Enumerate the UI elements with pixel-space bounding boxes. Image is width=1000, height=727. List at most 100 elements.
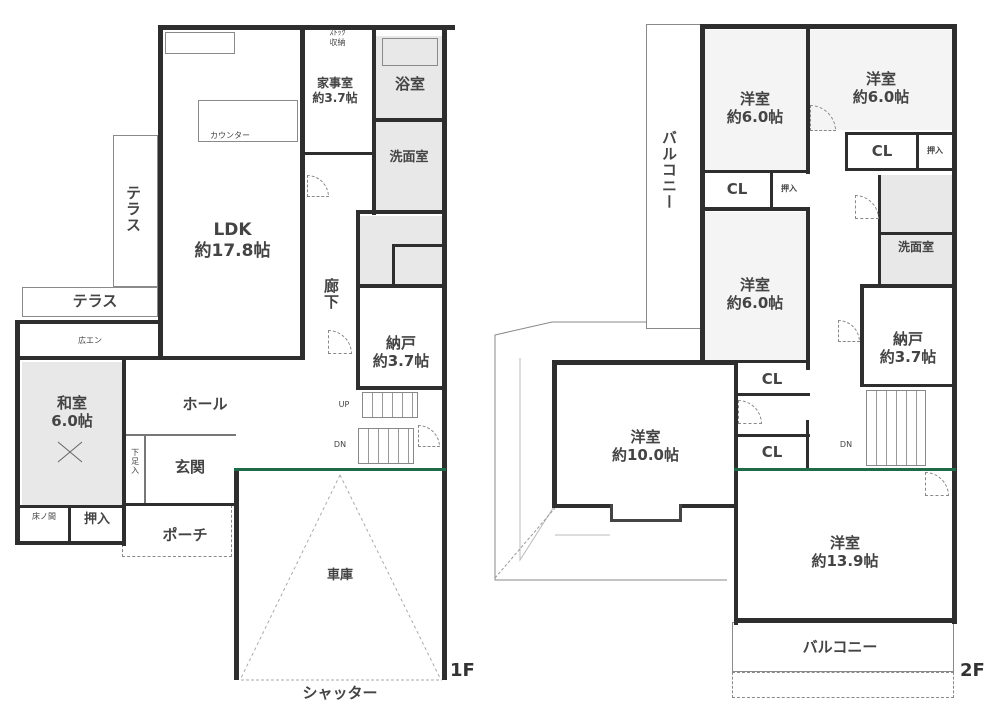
bay-window [610, 504, 682, 522]
tokonoma-label: 床ノ間 [32, 512, 56, 521]
hall-label: ホール [182, 395, 228, 413]
kitchen-counter [198, 100, 298, 142]
wall [392, 244, 444, 247]
wall [860, 284, 864, 384]
wall [860, 384, 955, 387]
closet-a-label: CL [726, 180, 748, 198]
wall [356, 210, 446, 214]
counter-label: カウンター [210, 131, 250, 140]
wall [392, 244, 395, 286]
wall [700, 207, 810, 211]
wall [845, 132, 955, 135]
closet-c-label: CL [761, 370, 783, 388]
stairs-down-2f-label: DN [839, 440, 853, 449]
oshiire-label: 押入 [83, 512, 110, 527]
closet-b-label: CL [871, 142, 893, 160]
wall [144, 434, 146, 504]
wall [372, 118, 444, 122]
terrace-horizontal [22, 287, 158, 317]
wall [356, 210, 360, 390]
stairs-up-label: UP [338, 400, 350, 409]
terrace-horizontal-label: テラス [72, 292, 118, 310]
balcony-bottom-outer [732, 672, 954, 698]
wall [442, 25, 447, 680]
wall [15, 356, 160, 360]
floor-divider-1f [234, 468, 446, 471]
shutter-label: シャッター [302, 684, 378, 702]
stairs-up-1f[interactable] [362, 392, 418, 418]
youshitsu-e-label: 洋室約13.9帖 [811, 534, 879, 570]
bath-label: 浴室 [394, 75, 425, 93]
utility-label: 家事室約3.7帖 [312, 76, 358, 105]
wall [878, 232, 954, 235]
garage-label: 車庫 [326, 568, 353, 583]
wall [122, 356, 126, 546]
floor2-marker: 2F [960, 660, 985, 681]
wall [806, 420, 809, 468]
wall [952, 24, 957, 624]
wall [158, 25, 308, 30]
washitsu-fill [22, 362, 122, 508]
wall [15, 320, 20, 545]
wall [734, 360, 738, 625]
wall [305, 25, 455, 30]
terrace-vertical [113, 135, 158, 287]
wall [860, 284, 955, 288]
wall [878, 175, 881, 285]
balcony-vertical-label: バルコニー [660, 130, 678, 210]
wall [845, 132, 848, 170]
floor1-marker: 1F [450, 660, 475, 681]
wall [126, 434, 236, 436]
wall [806, 24, 810, 174]
storage-1f-label: 納戸約3.7帖 [372, 334, 430, 370]
balcony-bottom-label: バルコニー [802, 638, 878, 656]
stairs-down-1f[interactable] [358, 428, 414, 464]
engawa-label: 広エン [78, 336, 102, 345]
wall [68, 505, 71, 545]
wall [700, 24, 956, 29]
wall [356, 386, 446, 390]
youshitsu-d-label: 洋室約10.0帖 [611, 428, 679, 464]
youshitsu-b-label: 洋室約6.0帖 [852, 70, 910, 106]
wall [300, 25, 305, 360]
wall [158, 356, 305, 360]
wall [700, 170, 810, 173]
oshiire-b-label: 押入 [927, 146, 943, 155]
corridor-label: 廊下 [322, 278, 340, 310]
wall [806, 210, 810, 370]
wash-2f-label: 洗面室 [897, 240, 934, 254]
wall [234, 468, 239, 680]
wall [845, 168, 955, 171]
terrace-vertical-label: テラス [124, 185, 142, 233]
wall [552, 504, 612, 508]
bath-fill [376, 36, 442, 120]
stairs-down-label: DN [333, 440, 347, 449]
youshitsu-a-fill [704, 30, 807, 170]
wall [700, 360, 810, 363]
wall [735, 393, 810, 396]
wall [158, 25, 163, 360]
wash-2f-fill [880, 175, 952, 285]
shoe-storage-label: 下足入 [130, 448, 140, 475]
washroom-fill [376, 120, 442, 210]
stairs-2f[interactable] [866, 390, 926, 466]
wall [305, 152, 375, 155]
wall [552, 360, 557, 508]
youshitsu-b-fill [810, 30, 952, 130]
washroom-label: 洗面室 [389, 150, 429, 165]
storage-2f-label: 納戸約3.7帖 [879, 330, 937, 366]
bathtub [382, 38, 438, 66]
closet-d-label: CL [761, 443, 783, 461]
wall [356, 284, 446, 288]
youshitsu-a-label: 洋室約6.0帖 [726, 90, 784, 126]
oshiire-a-label: 押入 [781, 184, 797, 193]
top-shelf [165, 32, 235, 54]
wall [552, 360, 738, 365]
wall [126, 503, 236, 506]
wall [700, 24, 705, 364]
